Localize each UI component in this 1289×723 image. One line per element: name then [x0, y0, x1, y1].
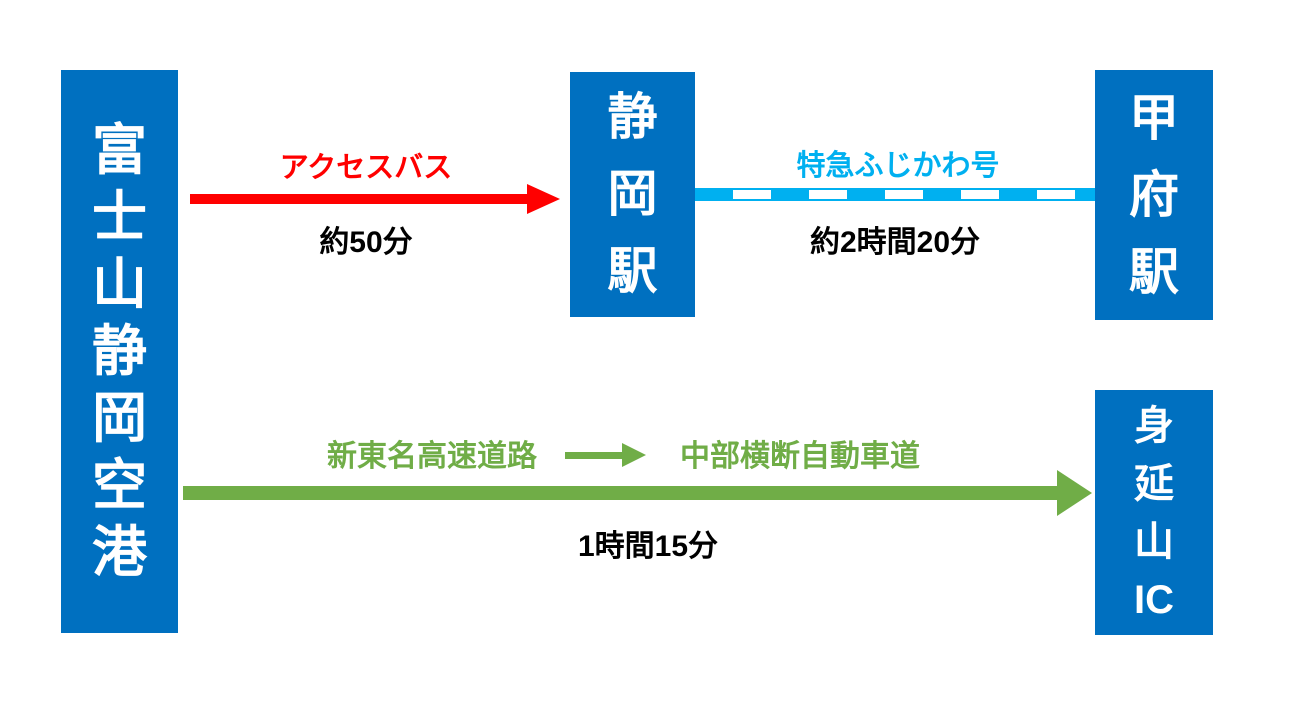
expressway-1-label: 新東名高速道路 [327, 440, 537, 473]
node-label-char: 港 [91, 521, 147, 583]
train-route-label: 特急ふじかわ号 [796, 150, 1000, 182]
train-duration-label: 約2時間20分 [809, 226, 981, 259]
bus-arrow-icon [190, 194, 527, 204]
node-label-char: 山 [91, 253, 147, 315]
node-label-char: 府 [1129, 166, 1179, 223]
expressway-2-label: 中部横断自動車道 [680, 440, 920, 473]
highway-arrowhead-icon [1057, 470, 1092, 516]
node-label-char: 岡 [91, 387, 147, 449]
car-duration-label: 1時間15分 [577, 530, 719, 563]
node-label-char: 空 [91, 454, 147, 516]
node-label-char: 岡 [607, 166, 658, 222]
node-fujisan-shizuoka-airport: 富 士 山 静 岡 空 港 [61, 70, 178, 633]
node-label-char: 山 [1134, 519, 1174, 564]
node-minobusan-ic: 身 延 山 IC [1095, 390, 1213, 635]
node-shizuoka-station: 静 岡 駅 [570, 72, 695, 317]
node-kofu-station: 甲 府 駅 [1095, 70, 1213, 320]
node-label-char: 富 [91, 119, 147, 181]
bus-arrowhead-icon [527, 184, 560, 214]
bus-route-label: アクセスバス [279, 152, 453, 184]
node-label-char: IC [1134, 577, 1174, 622]
node-label-char: 延 [1134, 461, 1174, 506]
highway-arrow-icon [183, 486, 1057, 500]
node-label-char: 静 [91, 320, 147, 382]
node-label-char: 士 [91, 186, 147, 248]
node-label-char: 駅 [1129, 243, 1179, 300]
node-label-char: 甲 [1129, 89, 1179, 146]
road-connector-arrow-icon [565, 452, 622, 459]
bus-duration-label: 約50分 [319, 226, 413, 259]
road-connector-arrowhead-icon [622, 443, 646, 467]
node-label-char: 静 [607, 89, 658, 145]
node-label-char: 身 [1134, 403, 1174, 448]
node-label-char: 駅 [607, 243, 658, 299]
railway-line-icon [695, 188, 1095, 201]
